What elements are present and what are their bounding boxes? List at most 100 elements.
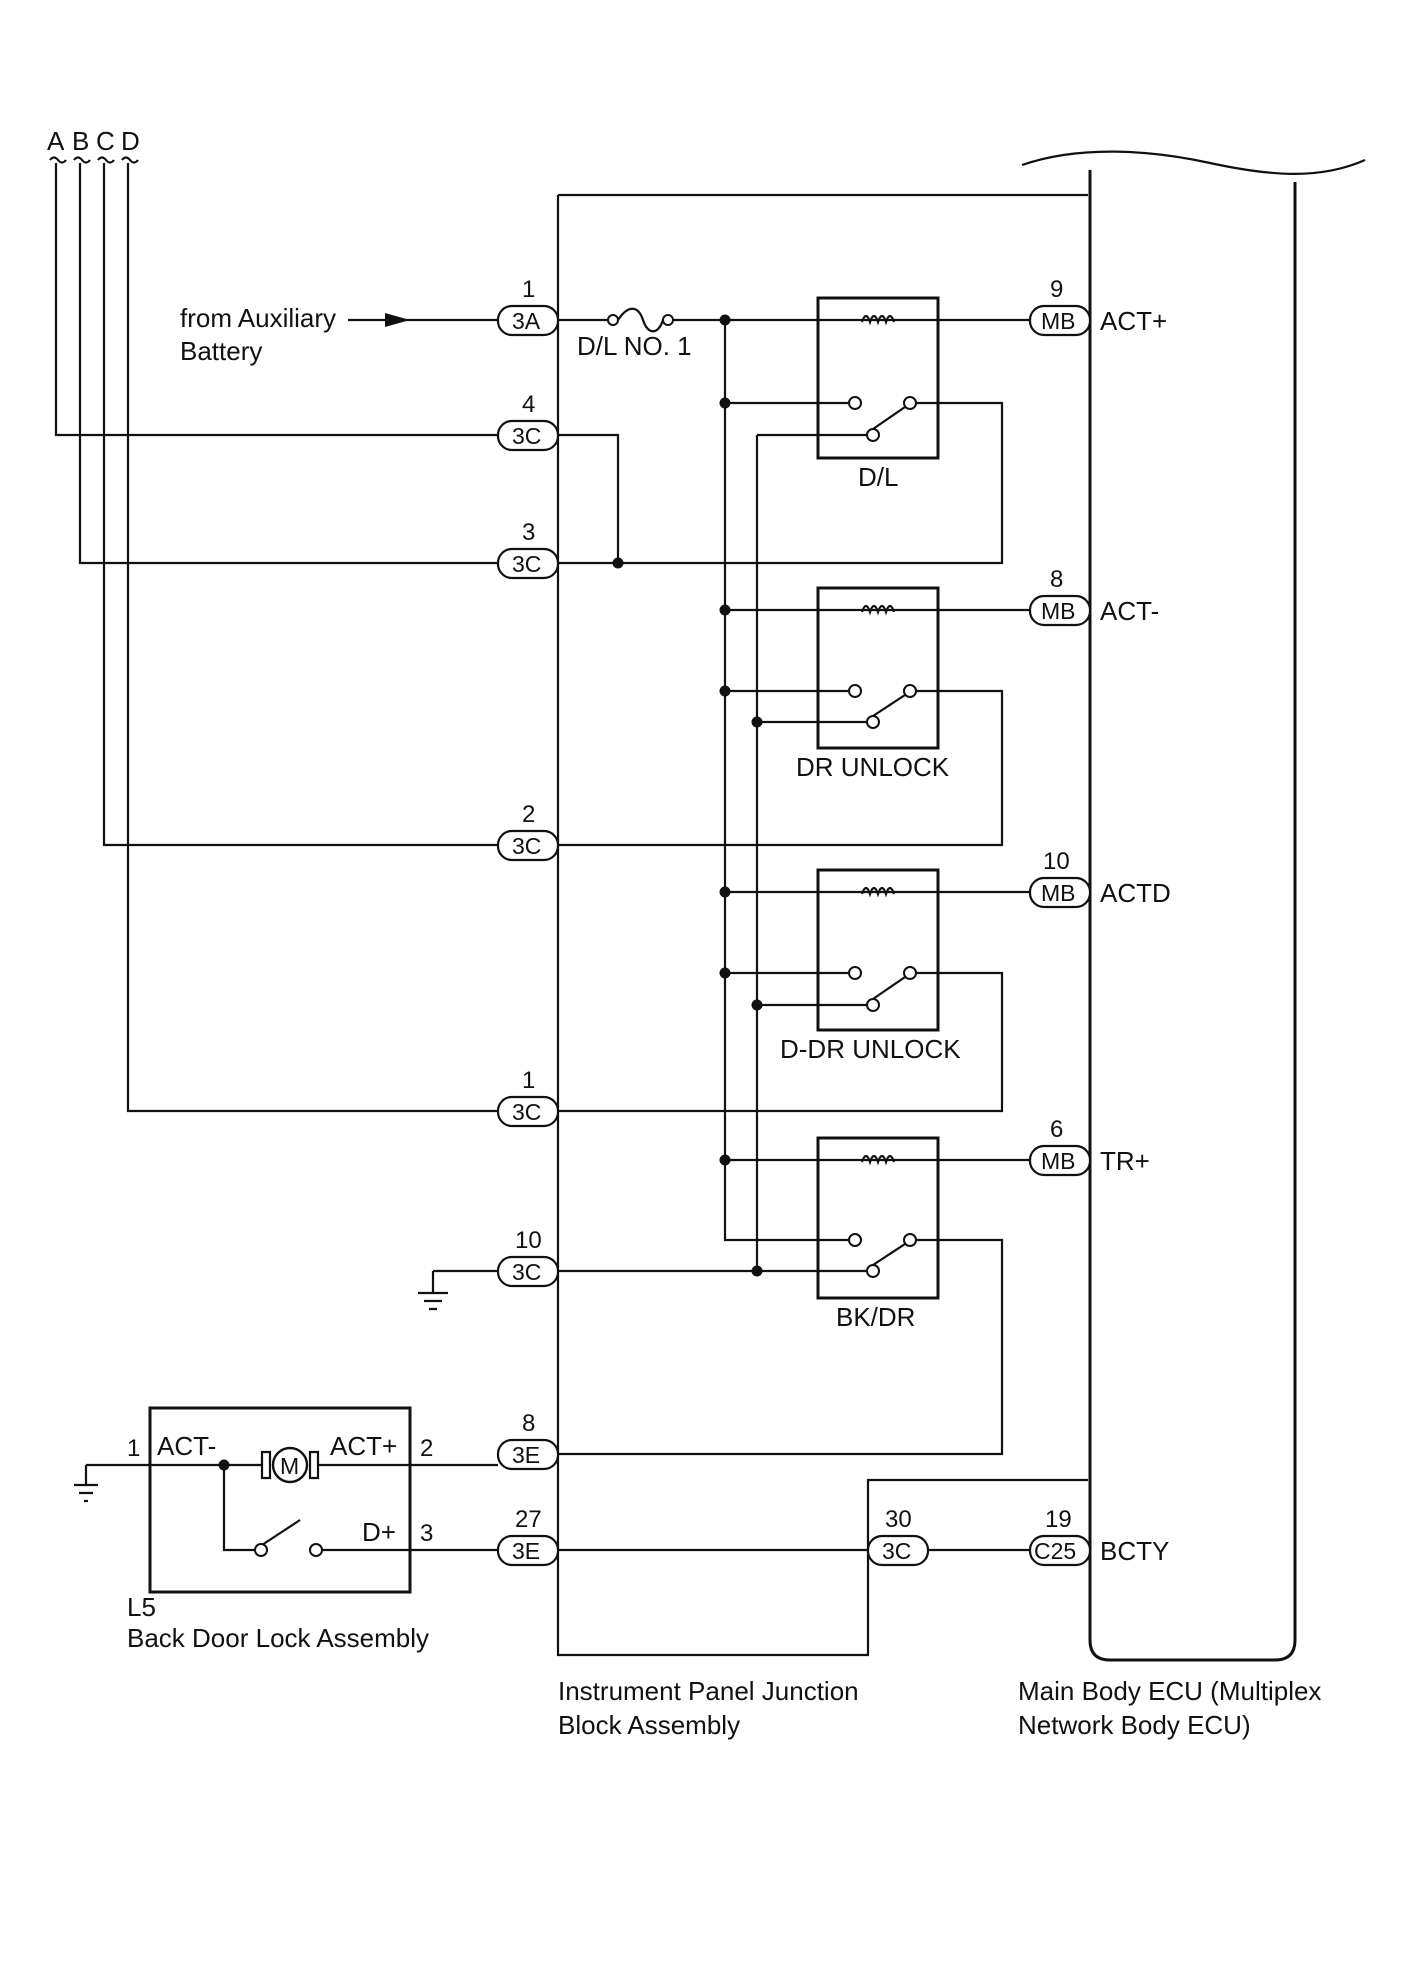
relay-dr-unlock-switch-icon xyxy=(558,689,1004,847)
relay-bk-dr xyxy=(816,1136,940,1300)
junction-caption-line1: Instrument Panel Junction xyxy=(558,1676,859,1706)
pin-3e-27: 27 xyxy=(515,1506,542,1533)
pin-mb-10: 10 xyxy=(1043,848,1070,875)
connector-3e-8 xyxy=(496,1438,560,1471)
pin-3c-2: 2 xyxy=(522,801,535,828)
connector-mb-8 xyxy=(1028,594,1092,627)
connector-3c-1 xyxy=(496,1095,560,1128)
wire-letter-a: A xyxy=(47,126,65,156)
relay-bk-dr-label: BK/DR xyxy=(836,1302,915,1332)
svg-text:MB: MB xyxy=(1041,1148,1076,1174)
lock-pin-1: 1 xyxy=(127,1435,140,1462)
connector-mb-6 xyxy=(1028,1144,1092,1177)
lock-act-plus: ACT+ xyxy=(330,1431,397,1461)
lock-pin-3: 3 xyxy=(420,1520,433,1547)
relay-d-dr-unlock xyxy=(816,868,940,1032)
relay-dl-coil-icon xyxy=(860,314,896,326)
svg-text:C25: C25 xyxy=(1034,1538,1076,1564)
svg-text:3C: 3C xyxy=(512,423,541,449)
wire-d xyxy=(126,163,498,1113)
relay-d-dr-unlock-coil-icon xyxy=(860,886,896,898)
fuse-label: D/L NO. 1 xyxy=(577,331,692,361)
wire-break-marks xyxy=(49,156,139,164)
svg-text:3E: 3E xyxy=(512,1442,540,1468)
aux-line2: Battery xyxy=(180,336,262,366)
relay-dl-switch-icon xyxy=(558,401,1004,565)
pin-3c-10: 10 xyxy=(515,1227,542,1254)
svg-text:MB: MB xyxy=(1041,880,1076,906)
fuse-icon xyxy=(617,307,665,333)
relay-bk-dr-switch-icon xyxy=(558,1238,1004,1456)
pin-3a-1: 1 xyxy=(522,276,535,303)
relay-dl-label: D/L xyxy=(858,462,898,492)
connector-3c-2 xyxy=(496,829,560,862)
connector-3c-3 xyxy=(496,547,560,580)
pin-3c-1: 1 xyxy=(522,1067,535,1094)
motor-icon xyxy=(271,1446,309,1484)
connector-3a-label: 3A xyxy=(512,308,541,334)
lock-pin-2: 2 xyxy=(420,1435,433,1462)
ecu-terminal-bcty: BCTY xyxy=(1100,1536,1169,1566)
svg-text:3C: 3C xyxy=(512,833,541,859)
power-bus xyxy=(723,320,812,1242)
svg-text:3E: 3E xyxy=(512,1538,540,1564)
relay-dr-unlock-coil-icon xyxy=(860,604,896,616)
wire-b xyxy=(78,163,498,565)
ecu-caption-line1: Main Body ECU (Multiplex xyxy=(1018,1676,1321,1706)
lock-d-plus: D+ xyxy=(362,1517,396,1547)
ecu-top-break xyxy=(1021,150,1366,175)
wire-letter-b: B xyxy=(72,126,89,156)
connector-3c-10 xyxy=(496,1255,560,1288)
relay-d-dr-unlock-switch-icon xyxy=(558,971,1004,1113)
ecu-terminal-act-minus: ACT- xyxy=(1100,596,1159,626)
lock-ground-icon xyxy=(74,1463,150,1503)
pin-mb-8: 8 xyxy=(1050,566,1063,593)
relay-d-dr-unlock-label: D-DR UNLOCK xyxy=(780,1034,961,1064)
motor-label: M xyxy=(280,1453,299,1479)
connector-mb-9 xyxy=(1028,304,1092,337)
svg-text:MB: MB xyxy=(1041,308,1076,334)
junction-caption-line2: Block Assembly xyxy=(558,1710,740,1740)
pin-3c-4: 4 xyxy=(522,391,535,418)
wire-a xyxy=(54,163,498,437)
relay-bk-dr-coil-icon xyxy=(860,1154,896,1166)
svg-text:MB: MB xyxy=(1041,598,1076,624)
ecu-terminal-actd: ACTD xyxy=(1100,878,1171,908)
fuse-terminal-right xyxy=(662,314,674,326)
lock-name: Back Door Lock Assembly xyxy=(127,1623,429,1653)
pin-c25-19: 19 xyxy=(1045,1506,1072,1533)
connector-mb-10 xyxy=(1028,876,1092,909)
connector-3c-30 xyxy=(866,1534,930,1567)
lock-act-minus: ACT- xyxy=(157,1431,216,1461)
pin-mb-6: 6 xyxy=(1050,1116,1063,1143)
svg-text:3C: 3C xyxy=(882,1538,911,1564)
ground-icon xyxy=(418,1269,498,1311)
junction-block-outline xyxy=(556,193,1088,1657)
pin-3c-3: 3 xyxy=(522,519,535,546)
connector-3c-4 xyxy=(496,419,560,452)
ground-bus xyxy=(755,433,855,1271)
main-body-ecu xyxy=(1088,170,1297,1662)
pin-3c-30: 30 xyxy=(885,1506,912,1533)
relay-dr-unlock-label: DR UNLOCK xyxy=(796,752,950,782)
relay-dr-unlock xyxy=(816,586,940,750)
svg-text:3C: 3C xyxy=(512,1259,541,1285)
wire-letter-d: D xyxy=(121,126,140,156)
connector-c25 xyxy=(1028,1534,1092,1567)
lock-code: L5 xyxy=(127,1592,156,1622)
pin-mb-9: 9 xyxy=(1050,276,1063,303)
fuse-terminal-left xyxy=(607,314,619,326)
pin-3e-8: 8 xyxy=(522,1410,535,1437)
back-door-lock-assembly xyxy=(148,1406,412,1594)
ecu-caption-line2: Network Body ECU) xyxy=(1018,1710,1251,1740)
aux-line1: from Auxiliary xyxy=(180,303,336,333)
ecu-terminal-tr-plus: TR+ xyxy=(1100,1146,1150,1176)
ecu-terminal-act-plus: ACT+ xyxy=(1100,306,1167,336)
lock-switch-icon xyxy=(222,1465,498,1552)
relay-dl xyxy=(816,296,940,460)
arrow-icon xyxy=(385,313,410,327)
wire-letter-c: C xyxy=(96,126,115,156)
svg-text:3C: 3C xyxy=(512,1099,541,1125)
